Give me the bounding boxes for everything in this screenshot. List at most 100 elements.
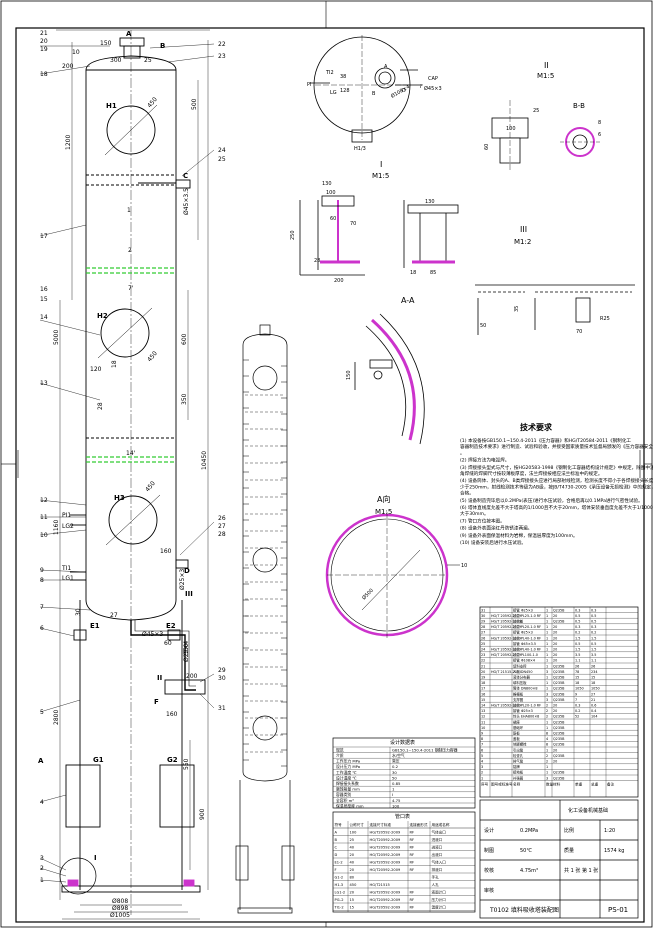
parts-list-cell: 20 [553, 614, 557, 618]
parts-list-cell: 20 [481, 670, 485, 674]
dii-25: 25 [533, 108, 539, 114]
tray-14: 14' [126, 450, 136, 457]
nozzle-table-cell: H1-3 [335, 883, 344, 887]
tv-38: 38 [340, 74, 346, 80]
elevation-side-ticks [243, 359, 287, 767]
tag-12: 12 [40, 497, 48, 504]
parts-list-cell: 法兰 PL40-1.0 RF [513, 635, 541, 640]
parts-list-cell: 28 [481, 625, 485, 629]
section-a-label: A [38, 757, 44, 765]
nozzle-f-label: F [154, 698, 159, 706]
nozzle-table-cell: RF [410, 898, 415, 902]
parts-list-cell: 20 [553, 642, 557, 646]
dim-27: 27 [110, 612, 118, 619]
parts-list-cell: 26 [481, 636, 485, 640]
tag-29: 29 [218, 667, 226, 674]
parts-list-cell: 11 [481, 720, 485, 724]
parts-list-cell: Q235B [553, 771, 565, 775]
tech-req-item: (10) 设备安装后进行水压试验。 [460, 539, 526, 546]
nozzle-table-cell: 排液口 [432, 867, 443, 872]
main-labels: A B H1 H2 H3 C D E1 E2 F G1 G2 A I II II… [38, 30, 193, 862]
tb-company: 化工设备机械基础 [568, 807, 608, 814]
nozzle-a-pipe [123, 45, 141, 59]
design-table-value: 0.2 [392, 764, 399, 769]
parts-list-cell: 30 [481, 614, 485, 618]
parts-list-cell: 0.5 [575, 620, 580, 624]
parts-list-cell: 3.5 [591, 653, 596, 657]
nozzle-table-cell: 20 [350, 891, 355, 895]
parts-list-cell: 20 [553, 748, 557, 752]
dim-10-top: 10 [72, 49, 80, 56]
tag-26: 26 [218, 515, 226, 522]
parts-list-cell: 法兰 PL20-1.0 RF [513, 624, 541, 629]
dim-18: 18 [111, 360, 118, 368]
detail-iii-scale: M1:2 [514, 238, 531, 246]
dim-300-top: 300 [110, 57, 122, 64]
parts-list-cell: 1 [546, 642, 548, 646]
tray-2: 2 [128, 247, 132, 254]
nozzle-table-cell: RF [410, 861, 415, 865]
pi1-label: PI1 [62, 512, 71, 519]
main-tower [59, 30, 206, 915]
parts-list-cell: 接管 Φ45×3.5 [513, 641, 536, 646]
parts-list-cell: Q235B [553, 720, 565, 724]
parts-list-cell: 2 [546, 754, 548, 758]
detail-aa-title: A-A [401, 296, 415, 305]
parts-list-cell: Q235B [553, 698, 565, 702]
tech-req-item: (6) 塔体直线度允差不大于塔高的1/1000且不大于20mm，塔体安装垂直度允… [460, 504, 653, 517]
nozzle-a-flange [119, 37, 145, 47]
parts-list-cell: 20 [553, 709, 557, 713]
nozzle-table-cell: 进液口 [432, 845, 443, 850]
nozzle-table-cell: HG/T20592-2009 [370, 831, 401, 835]
dim-1160: 1160 [53, 520, 60, 535]
nozzle-table-cell: 气体入口 [432, 860, 447, 865]
parts-list-cell: 16 [481, 692, 485, 696]
tag-13: 13 [40, 380, 48, 387]
tag-5: 5 [40, 709, 44, 716]
parts-list-cell: 8 [546, 732, 548, 736]
e2-160: 160 [160, 548, 172, 555]
detail-ii-title: II [544, 61, 549, 70]
tag-4: 4 [40, 799, 44, 806]
dbb-8: 8 [598, 120, 601, 126]
parts-list-cell: 20 [553, 704, 557, 708]
dw-35: 35 [514, 306, 520, 312]
nozzle-b-label: B [160, 42, 165, 50]
nozzle-table-cell: RF [410, 906, 415, 910]
section-i-label: I [94, 854, 97, 862]
design-table-title: 设计数据表 [390, 739, 415, 746]
right-tag-group: 22 23 24 25 26 27 28 29 30 31 [218, 41, 226, 712]
tv-128: 128 [340, 88, 350, 94]
dim-h3-450: 450 [144, 480, 157, 493]
di-28: 28 [314, 258, 320, 264]
tv-45: Ø45×3 [424, 85, 442, 92]
tag-7: 7 [40, 604, 44, 611]
parts-list-cell: Q235B [553, 681, 565, 685]
tb-drawing-no: PS-01 [608, 906, 628, 914]
parts-list-cell: 1 [546, 625, 548, 629]
parts-list-cell: 0.3 [591, 608, 596, 612]
design-table-value: 50 [392, 775, 397, 780]
tag-6: 6 [40, 625, 44, 632]
parts-list-cell: 17 [481, 687, 485, 691]
dim-1200: 1200 [65, 135, 72, 150]
tech-req-item: (8) 设备外表面涂红丹防锈漆两遍。 [460, 525, 532, 532]
base-ring [61, 885, 201, 893]
dim-25-top: 25 [144, 57, 152, 64]
parts-list-cell: 3 [546, 776, 548, 780]
parts-list-cell: 1.5 [575, 648, 580, 652]
nozzle-table-cell: B [335, 838, 338, 842]
tag-2: 2 [40, 865, 44, 872]
nozzle-table-cell: 进液口 [432, 837, 443, 842]
tv-h: H1/3 [354, 146, 366, 152]
tb-weight: 1574 kg [604, 848, 624, 854]
daa-150: 150 [346, 370, 352, 380]
parts-list-header: 单重 [575, 782, 583, 787]
parts-list-cell: 26 [575, 664, 579, 668]
dim-120: 120 [90, 366, 102, 373]
f-200: 200 [186, 673, 198, 680]
parts-list-cell: 8 [546, 743, 548, 747]
parts-list-cell: 筋板 [513, 731, 520, 736]
detail-iii-labels: III M1:2 130 18 85 [410, 199, 531, 276]
